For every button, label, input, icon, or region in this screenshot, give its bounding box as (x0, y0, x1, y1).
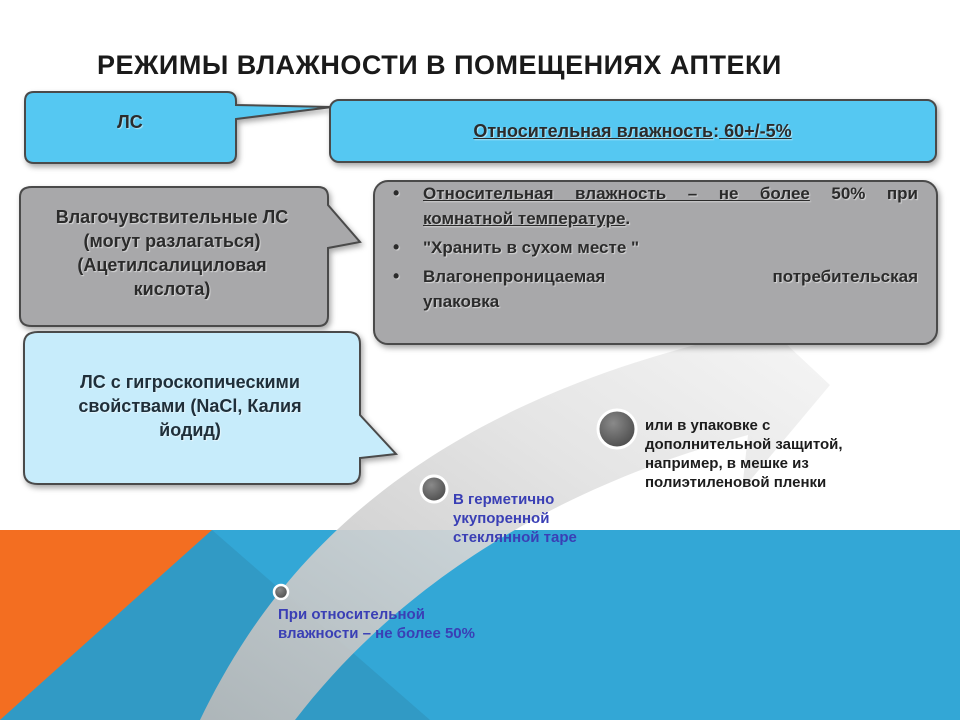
growth-arrow (200, 298, 830, 720)
step-humidity-limit: При относительной влажности – не более 5… (278, 606, 475, 642)
humidity-value: 60+/-5% (719, 121, 792, 141)
step-dot-1 (272, 583, 290, 601)
condition-text: упаковка (423, 292, 500, 311)
condition-text: . (625, 209, 631, 228)
slide-title: РЕЖИМЫ ВЛАЖНОСТИ В ПОМЕЩЕНИЯХ АПТЕКИ (97, 50, 782, 80)
moisture-line: кислота) (133, 279, 211, 299)
step-dot-3 (596, 408, 638, 450)
condition-item: Относительная влажность – не более 50% п… (388, 181, 918, 231)
step-dot-2 (419, 474, 449, 504)
condition-underlined: Относительная влажность – не более (423, 184, 810, 203)
condition-item: Влагонепроницаемая потребительская упако… (388, 264, 918, 314)
condition-text: "Хранить в сухом месте " (423, 238, 640, 257)
moisture-sensitive-label: Влагочувствительные ЛС (могут разлагатьс… (22, 205, 322, 301)
condition-line: Влагонепроницаемая потребительская (423, 264, 918, 289)
condition-text: 50% при (809, 184, 919, 203)
step-extra-protection: или в упаковке с дополнительной защитой,… (645, 417, 843, 491)
moisture-line: Влагочувствительные ЛС (55, 207, 289, 227)
condition-line: Относительная влажность – не более 50% п… (423, 181, 918, 206)
moisture-line: (могут разлагаться) (83, 231, 261, 251)
hygroscopic-line: йодид) (159, 420, 221, 440)
condition-text: Влагонепроницаемая (423, 267, 606, 286)
conditions-list: Относительная влажность – не более 50% п… (388, 181, 918, 318)
ls-callout (24, 91, 333, 164)
step-sealed-glass: В герметично укупоренной стеклянной таре (453, 491, 577, 546)
ls-label: ЛС (117, 112, 143, 132)
humidity-box (329, 99, 937, 163)
hygroscopic-label: ЛС с гигроскопическими свойствами (NaCl,… (40, 370, 340, 442)
humidity-prefix: Относительная влажность (473, 121, 714, 141)
humidity-colon: : (713, 121, 720, 141)
condition-text: потребительская (772, 267, 919, 286)
condition-line: комнатной температуре. (423, 209, 630, 228)
moisture-line: (Ацетилсалициловая (77, 255, 267, 275)
hygroscopic-line: свойствами (NaCl, Калия (78, 396, 302, 416)
humidity-label: Относительная влажность: 60+/-5% (330, 121, 935, 142)
moisture-callout (19, 186, 362, 327)
hygroscopic-callout (23, 331, 399, 485)
condition-underlined: комнатной температуре (423, 209, 626, 228)
condition-item: "Хранить в сухом месте " (388, 235, 918, 260)
hygroscopic-line: ЛС с гигроскопическими (80, 372, 300, 392)
